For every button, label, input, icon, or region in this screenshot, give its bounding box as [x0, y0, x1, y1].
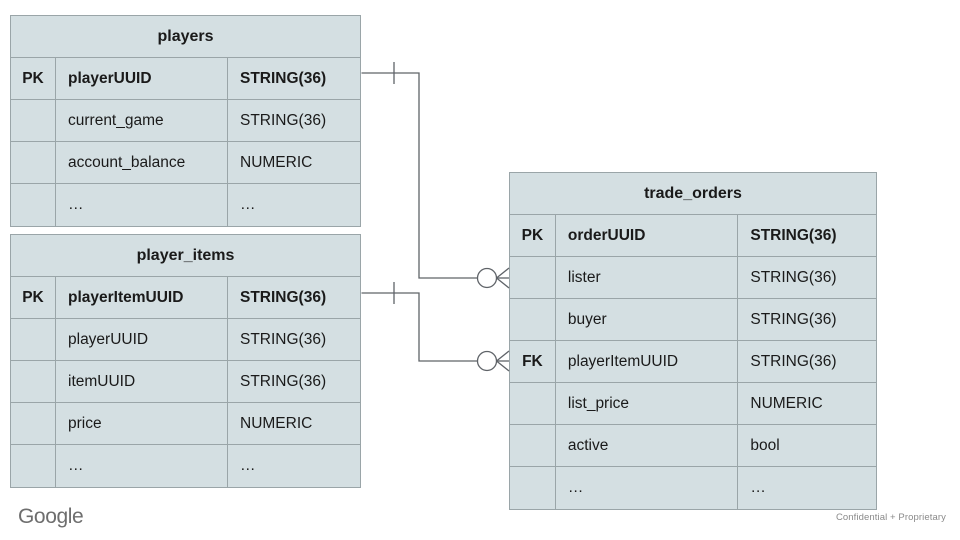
column-key-flag: PK: [11, 277, 56, 318]
entity-row[interactable]: itemUUID STRING(36): [11, 361, 360, 403]
column-key-flag: [510, 299, 556, 340]
entity-row[interactable]: list_price NUMERIC: [510, 383, 876, 425]
column-name: buyer: [556, 299, 739, 340]
column-key-flag: [510, 467, 556, 509]
entity-row[interactable]: price NUMERIC: [11, 403, 360, 445]
column-type: NUMERIC: [240, 153, 313, 171]
column-key-flag: [11, 184, 56, 226]
column-name: playerUUID: [56, 319, 228, 360]
cardinality-zero-circle: [476, 350, 498, 372]
column-name: playerItemUUID: [56, 277, 228, 318]
column-name: active: [556, 425, 739, 466]
column-type: STRING(36): [750, 352, 837, 370]
google-logo: Google: [18, 505, 84, 528]
column-type: STRING(36): [240, 69, 327, 87]
column-type: …: [750, 479, 766, 496]
column-type: STRING(36): [750, 268, 837, 286]
column-name: current_game: [56, 100, 228, 141]
column-key-flag: [510, 257, 556, 298]
column-name: lister: [556, 257, 739, 298]
column-name: …: [56, 184, 228, 226]
column-key-flag: [510, 383, 556, 424]
column-key-flag: [11, 403, 56, 444]
column-key-flag: [11, 319, 56, 360]
column-name: …: [556, 467, 739, 509]
entity-title-players: players: [11, 16, 360, 58]
entity-row[interactable]: buyer STRING(36): [510, 299, 876, 341]
entity-row[interactable]: account_balance NUMERIC: [11, 142, 360, 184]
column-key-flag: [11, 100, 56, 141]
entity-title-player_items: player_items: [11, 235, 360, 277]
relationship-players-to-trade-orders[interactable]: [361, 62, 510, 289]
entity-title-trade_orders: trade_orders: [510, 173, 876, 215]
column-name: playerItemUUID: [556, 341, 739, 382]
entity-row[interactable]: ……: [11, 445, 360, 487]
column-key-flag: [11, 445, 56, 487]
column-name: playerUUID: [56, 58, 228, 99]
column-key-flag: PK: [11, 58, 56, 99]
column-type: STRING(36): [240, 111, 327, 129]
column-key-flag: [510, 425, 556, 466]
column-type: STRING(36): [240, 330, 327, 348]
cardinality-many-crowsfoot: [496, 350, 510, 372]
column-type: STRING(36): [750, 226, 837, 244]
column-name: price: [56, 403, 228, 444]
column-type: STRING(36): [240, 288, 327, 306]
column-name: itemUUID: [56, 361, 228, 402]
relationship-player-items-to-trade-orders[interactable]: [361, 282, 510, 372]
column-type: NUMERIC: [240, 414, 313, 432]
confidentiality-notice: Confidential + Proprietary: [835, 512, 946, 523]
entity-row[interactable]: ……: [510, 467, 876, 509]
column-key-flag: PK: [510, 215, 556, 256]
column-name: account_balance: [56, 142, 228, 183]
column-key-flag: [11, 361, 56, 402]
cardinality-many-crowsfoot: [496, 267, 510, 289]
column-key-flag: FK: [510, 341, 556, 382]
column-type: …: [240, 196, 256, 213]
column-type: bool: [750, 436, 780, 454]
column-type: NUMERIC: [750, 394, 823, 412]
entity-row[interactable]: active bool: [510, 425, 876, 467]
column-name: orderUUID: [556, 215, 739, 256]
column-key-flag: [11, 142, 56, 183]
column-name: list_price: [556, 383, 739, 424]
cardinality-zero-circle: [476, 267, 498, 289]
column-name: …: [56, 445, 228, 487]
column-type: STRING(36): [750, 310, 837, 328]
entity-row[interactable]: ……: [11, 184, 360, 226]
entity-row[interactable]: lister STRING(36): [510, 257, 876, 299]
entity-row[interactable]: current_game STRING(36): [11, 100, 360, 142]
column-type: …: [240, 457, 256, 474]
entity-row[interactable]: playerUUID STRING(36): [11, 319, 360, 361]
column-type: STRING(36): [240, 372, 327, 390]
